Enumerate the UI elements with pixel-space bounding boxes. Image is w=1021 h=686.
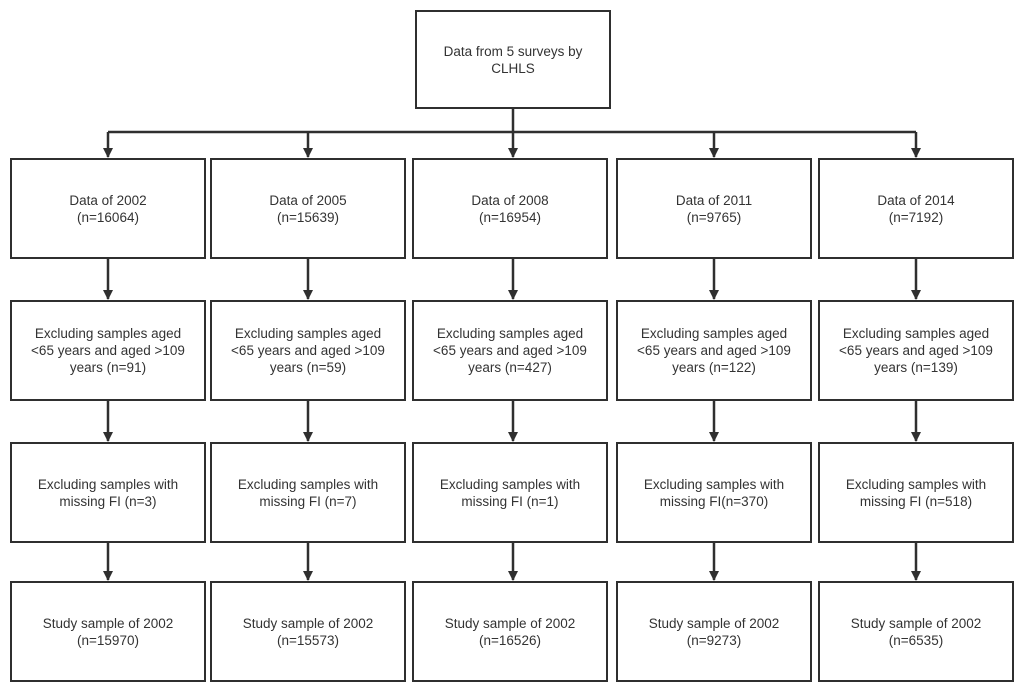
data-2011-box: Data of 2011 (n=9765)	[616, 158, 812, 259]
study-2014-label: Study sample of 2002 (n=6535)	[850, 615, 982, 648]
exclude-fi-2008-box: Excluding samples with missing FI (n=1)	[412, 442, 608, 543]
exclude-fi-2014-label: Excluding samples with missing FI (n=518…	[845, 476, 987, 509]
data-2008-box: Data of 2008 (n=16954)	[412, 158, 608, 259]
study-2008-box: Study sample of 2002 (n=16526)	[412, 581, 608, 682]
data-2005-label: Data of 2005 (n=15639)	[269, 192, 347, 225]
study-2002-label: Study sample of 2002 (n=15970)	[42, 615, 174, 648]
exclude-age-2011-box: Excluding samples aged <65 years and age…	[616, 300, 812, 401]
exclude-age-2008-label: Excluding samples aged <65 years and age…	[433, 326, 587, 375]
exclude-age-2002-label: Excluding samples aged <65 years and age…	[31, 326, 185, 375]
root-node: Data from 5 surveys by CLHLS	[415, 10, 611, 109]
exclude-fi-2005-box: Excluding samples with missing FI (n=7)	[210, 442, 406, 543]
exclude-age-2014-label: Excluding samples aged <65 years and age…	[839, 326, 993, 375]
exclude-age-2011-label: Excluding samples aged <65 years and age…	[637, 326, 791, 375]
study-2011-box: Study sample of 2002 (n=9273)	[616, 581, 812, 682]
data-2005-box: Data of 2005 (n=15639)	[210, 158, 406, 259]
data-2002-box: Data of 2002 (n=16064)	[10, 158, 206, 259]
exclude-fi-2011-box: Excluding samples with missing FI(n=370)	[616, 442, 812, 543]
exclude-fi-2011-label: Excluding samples with missing FI(n=370)	[643, 476, 785, 509]
study-2011-label: Study sample of 2002 (n=9273)	[648, 615, 780, 648]
study-2005-box: Study sample of 2002 (n=15573)	[210, 581, 406, 682]
exclude-fi-2005-label: Excluding samples with missing FI (n=7)	[237, 476, 379, 509]
exclude-fi-2002-box: Excluding samples with missing FI (n=3)	[10, 442, 206, 543]
exclude-fi-2008-label: Excluding samples with missing FI (n=1)	[439, 476, 581, 509]
data-2011-label: Data of 2011 (n=9765)	[675, 192, 753, 225]
exclude-age-2005-box: Excluding samples aged <65 years and age…	[210, 300, 406, 401]
exclude-age-2008-box: Excluding samples aged <65 years and age…	[412, 300, 608, 401]
study-2005-label: Study sample of 2002 (n=15573)	[242, 615, 374, 648]
arrow-group	[103, 132, 921, 581]
data-2014-label: Data of 2014 (n=7192)	[877, 192, 955, 225]
exclude-age-2014-box: Excluding samples aged <65 years and age…	[818, 300, 1014, 401]
study-2008-label: Study sample of 2002 (n=16526)	[444, 615, 576, 648]
study-2002-box: Study sample of 2002 (n=15970)	[10, 581, 206, 682]
study-2014-box: Study sample of 2002 (n=6535)	[818, 581, 1014, 682]
exclude-age-2005-label: Excluding samples aged <65 years and age…	[231, 326, 385, 375]
data-2008-label: Data of 2008 (n=16954)	[471, 192, 549, 225]
exclude-age-2002-box: Excluding samples aged <65 years and age…	[10, 300, 206, 401]
root-label: Data from 5 surveys by CLHLS	[443, 43, 583, 76]
data-2002-label: Data of 2002 (n=16064)	[69, 192, 147, 225]
exclude-fi-2002-label: Excluding samples with missing FI (n=3)	[37, 476, 179, 509]
exclude-fi-2014-box: Excluding samples with missing FI (n=518…	[818, 442, 1014, 543]
data-2014-box: Data of 2014 (n=7192)	[818, 158, 1014, 259]
